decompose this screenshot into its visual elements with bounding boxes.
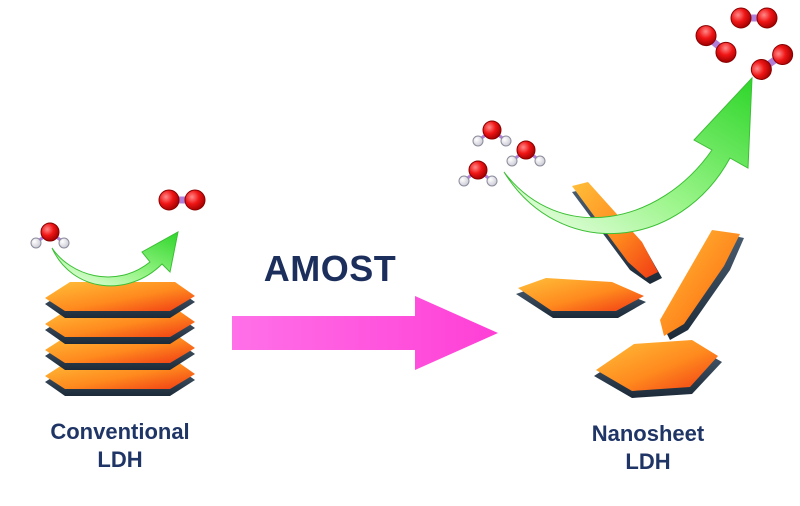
conventional-ldh-label: Conventional LDH	[20, 418, 220, 473]
process-label: AMOST	[263, 248, 397, 289]
water-molecule-icon	[29, 221, 71, 250]
oxygen-molecule-icon	[731, 8, 777, 28]
process-arrow-icon	[232, 296, 498, 370]
reaction-arrow-icon	[51, 231, 179, 287]
water-molecule-icon	[505, 139, 547, 168]
ldh-sheet-icon	[516, 278, 646, 318]
conventional-label-line2: LDH	[97, 446, 143, 472]
water-molecule-icon	[471, 119, 513, 148]
nanosheet-label-line2: LDH	[625, 448, 671, 474]
nanosheet-ldh-sheets	[516, 182, 744, 398]
oxygen-molecule-icon	[692, 22, 740, 67]
conventional-ldh-stack	[45, 282, 195, 396]
nanosheet-ldh-label: Nanosheet LDH	[548, 420, 748, 475]
oxygen-molecule-icon	[159, 190, 205, 210]
oxygen-molecule-icon	[747, 41, 796, 84]
water-molecule-icon	[457, 159, 499, 188]
nanosheet-label-line1: Nanosheet	[591, 421, 705, 446]
ldh-sheet-icon	[45, 282, 195, 318]
conventional-label-line1: Conventional	[50, 419, 190, 444]
reaction-arrow-icon	[503, 76, 753, 235]
ldh-sheet-icon	[594, 340, 722, 398]
ldh-sheet-icon	[660, 230, 744, 340]
